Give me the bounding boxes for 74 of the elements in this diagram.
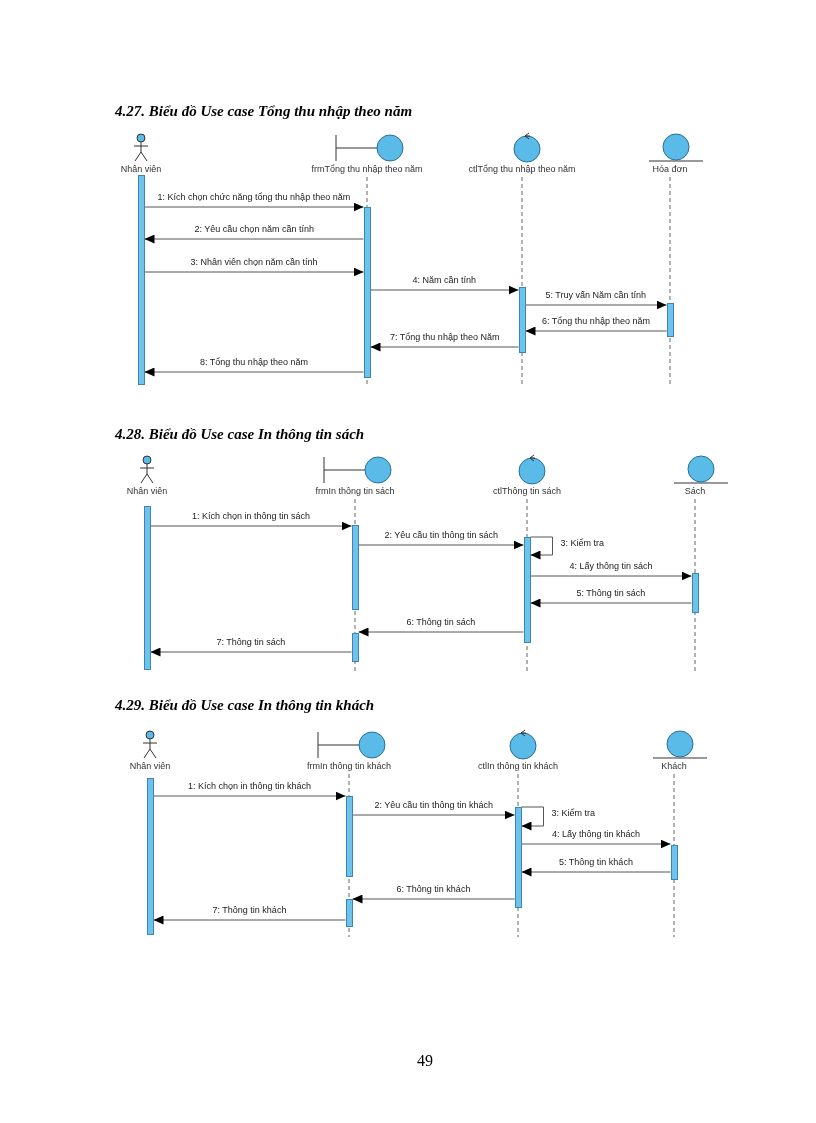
message-arrow (352, 810, 515, 820)
participant-name: ctlTổng thu nhập theo năm (467, 164, 577, 174)
activation-bar (137, 175, 145, 385)
message-label: 4: Lấy thông tin sách (569, 561, 653, 571)
activation-bar (351, 633, 359, 662)
participant-name: Nhân viên (125, 486, 169, 496)
message-label: 3: Nhân viên chọn năm cần tính (190, 257, 318, 267)
participant-name: Sách (683, 486, 707, 496)
message-arrow (150, 647, 352, 657)
activation-bar (363, 207, 371, 378)
section-heading: 4.29. Biểu đồ Use case In thông tin khách (115, 697, 375, 714)
activation-bar (691, 573, 699, 613)
message-arrow (153, 915, 346, 925)
message-label: 7: Thông tin khách (212, 905, 287, 915)
activation-bar (514, 807, 522, 908)
section-heading: 4.28. Biểu đồ Use case In thông tin sách (115, 426, 365, 443)
activation-bar (670, 845, 678, 880)
participant-name: frmIn thông tin khách (305, 761, 392, 771)
message-label: 1: Kích chọn in thông tin khách (188, 781, 312, 791)
message-arrow (358, 627, 524, 637)
participant-name: Khách (660, 761, 688, 771)
activation-bar (523, 537, 531, 643)
message-arrow (358, 540, 524, 550)
message-arrow (144, 234, 364, 244)
message-arrow (370, 342, 519, 352)
message-arrow (521, 839, 671, 849)
message-label: 8: Tổng thu nhập theo năm (200, 357, 308, 367)
participant-name: frmIn thông tin sách (314, 486, 396, 496)
message-arrow (150, 521, 352, 531)
activation-bar (351, 525, 359, 610)
message-label: 5: Truy vấn Năm cần tính (545, 290, 647, 300)
message-arrow (144, 202, 364, 212)
activation-bar (143, 506, 151, 670)
page-number: 49 (417, 1052, 433, 1070)
message-arrow (144, 367, 364, 377)
participant-name: Nhân viên (128, 761, 172, 771)
section-heading: 4.27. Biểu đồ Use case Tổng thu nhập theo năm (115, 103, 413, 120)
message-label: 6: Thông tin khách (396, 884, 471, 894)
message-label: 4: Lấy thông tin khách (552, 829, 641, 839)
participant-name: Nhân viên (119, 164, 163, 174)
activation-bar (345, 899, 353, 927)
message-label: 7: Tổng thu nhập theo Năm (390, 332, 500, 342)
message-label: 2: Yêu cầu chọn năm cần tính (194, 224, 314, 234)
message-arrow (521, 867, 671, 877)
activation-bar (518, 287, 526, 353)
message-arrow (370, 285, 519, 295)
activation-bar (345, 796, 353, 877)
message-label: 5: Thông tin sách (576, 588, 646, 598)
message-label: 7: Thông tin sách (216, 637, 286, 647)
message-arrow (525, 326, 667, 336)
message-label: 1: Kích chọn in thông tin sách (192, 511, 311, 521)
message-label: 6: Tổng thu nhập theo năm (542, 316, 650, 326)
message-label: 2: Yêu cầu tin thông tin sách (384, 530, 498, 540)
message-arrow (153, 791, 346, 801)
activation-bar (666, 303, 674, 337)
message-label: 2: Yêu cầu tin thông tin khách (374, 800, 493, 810)
message-label: 3: Kiểm tra (560, 538, 604, 548)
message-label: 5: Thông tin khách (559, 857, 633, 867)
message-arrow (144, 267, 364, 277)
message-label: 6: Thông tin sách (406, 617, 476, 627)
message-arrow (530, 571, 692, 581)
message-arrow (352, 894, 515, 904)
message-label: 4: Năm cần tính (412, 275, 477, 285)
message-label: 3: Kiểm tra (551, 808, 595, 818)
activation-bar (146, 778, 154, 935)
message-arrow (521, 806, 544, 831)
participant-name: ctlThông tin sách (491, 486, 562, 496)
participant-name: Hóa đơn (651, 164, 689, 174)
message-arrow (530, 536, 553, 560)
message-arrow (530, 598, 692, 608)
participant-name: frmTổng thu nhập theo năm (310, 164, 424, 174)
participant-name: ctlIn thông tin khách (476, 761, 560, 771)
message-arrow (525, 300, 667, 310)
message-label: 1: Kích chọn chức năng tổng thu nhập theo năm (157, 192, 351, 202)
